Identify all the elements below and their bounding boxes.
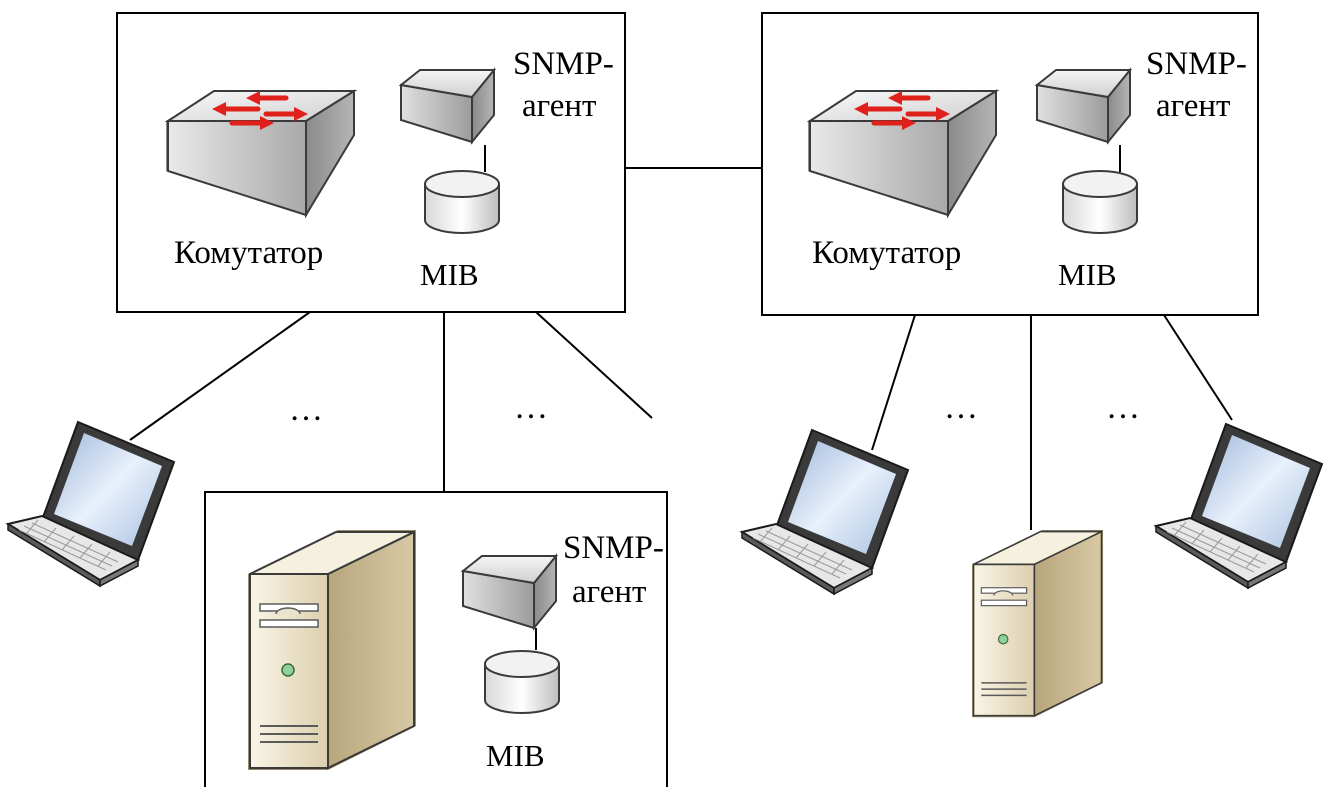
agent-label-line2: агент [572, 574, 646, 610]
agent-label-line1: SNMP- [1146, 46, 1247, 82]
device-label: Комутатор [174, 235, 323, 271]
laptop-icon [1155, 423, 1323, 589]
connection-lines [129, 167, 1233, 530]
switch-group-left: Комутатор SNMP- агент MIB [116, 12, 626, 313]
link-left-to-offscreen [535, 311, 653, 419]
switch-group-right: Комутатор SNMP- агент MIB [761, 12, 1259, 316]
mib-database-icon [424, 170, 500, 234]
agent-block-icon [461, 555, 557, 629]
server-tower-icon [971, 529, 1104, 718]
switch-node-box [116, 12, 626, 313]
mib-label: MIB [420, 257, 479, 292]
agent-label-line2: агент [522, 88, 596, 124]
mib-database-icon [484, 650, 560, 714]
server-node-box [204, 491, 668, 787]
server-group: SNMP- агент MIB [204, 491, 668, 787]
link-left-to-laptop [129, 311, 311, 441]
link-right-to-laptop-2 [1163, 314, 1233, 421]
agent-label-line2: агент [1156, 88, 1230, 124]
ellipsis: … [944, 389, 978, 426]
link-right-to-laptop [871, 314, 916, 451]
laptop-icon [741, 429, 909, 595]
server-tower-icon [247, 529, 417, 771]
agent-label-line1: SNMP- [513, 46, 614, 82]
ellipsis: … [289, 391, 323, 428]
ellipsis: … [514, 389, 548, 426]
device-label: Комутатор [812, 235, 961, 271]
laptop-icon [7, 421, 175, 587]
ellipsis: … [1106, 389, 1140, 426]
mib-database-icon [1062, 170, 1138, 234]
mib-label: MIB [1058, 257, 1117, 292]
mib-label: MIB [486, 738, 545, 773]
agent-label-line1: SNMP- [563, 530, 664, 566]
